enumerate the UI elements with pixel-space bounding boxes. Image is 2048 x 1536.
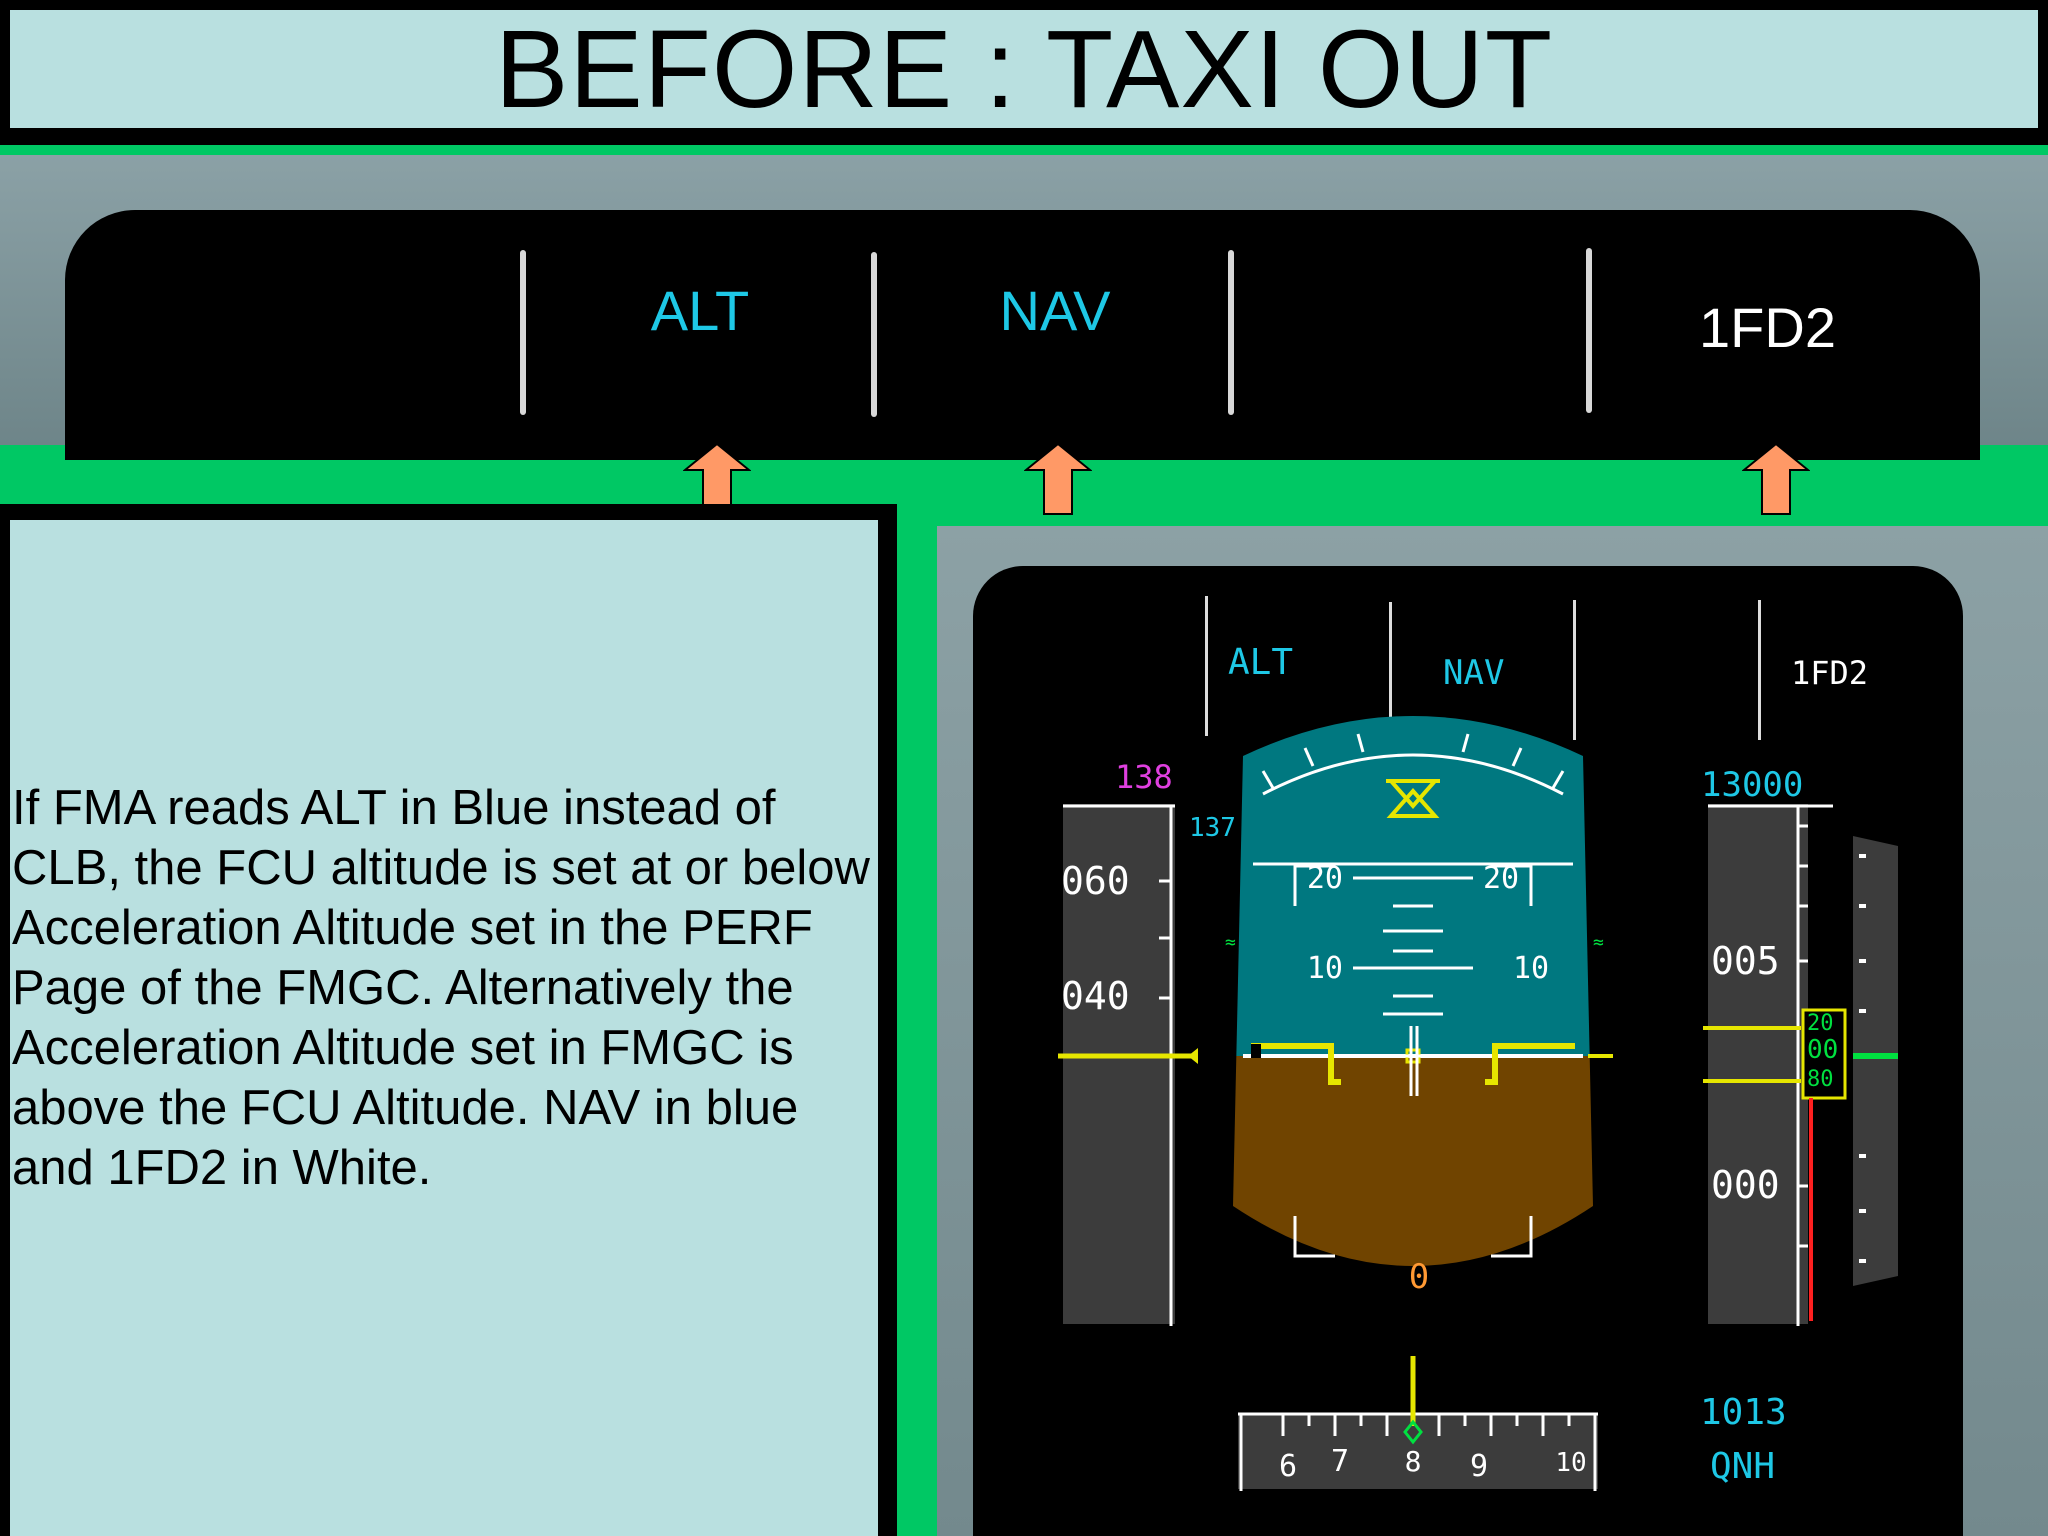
pitch-10-right: 10 — [1513, 951, 1549, 986]
explanation-text: If FMA reads ALT in Blue instead of CLB,… — [12, 781, 870, 1195]
fma-divider — [520, 250, 526, 415]
pfd-fma-divider — [1758, 600, 1761, 740]
fma-screen — [65, 210, 1980, 460]
pitch-10-left: 10 — [1307, 951, 1343, 986]
speed-tick-060: 060 — [1061, 859, 1130, 903]
speed-target: 138 — [1115, 758, 1173, 796]
heading-tick: 6 — [1279, 1449, 1297, 1484]
altitude-window — [1801, 1008, 1847, 1100]
speed-tick-040: 040 — [1061, 974, 1130, 1018]
heading-tick: 10 — [1555, 1448, 1586, 1478]
pfd-fma-divider — [1573, 600, 1576, 740]
heading-tick: 8 — [1405, 1445, 1422, 1478]
baro-setting: 1013 — [1700, 1392, 1787, 1433]
heading-tick: 7 — [1331, 1444, 1349, 1479]
altitude-digit: 20 — [1807, 1011, 1834, 1036]
fma-alt-mode: ALT — [650, 279, 750, 342]
pfd-fma-divider — [1389, 602, 1392, 742]
divider-stripe — [0, 145, 2048, 155]
vertical-speed-scale — [1853, 836, 1898, 1286]
heading-tick: 9 — [1470, 1449, 1488, 1484]
altitude-digit: 80 — [1807, 1067, 1834, 1092]
arrow-up-icon — [1024, 442, 1092, 515]
fma-divider — [871, 252, 877, 417]
altitude-target: 13000 — [1701, 765, 1803, 805]
attitude-indicator — [1233, 716, 1593, 1266]
speed-tape — [1063, 804, 1175, 1324]
fma-divider — [1228, 250, 1234, 415]
fma-fd-status: 1FD2 — [1699, 296, 1836, 359]
fma-divider — [1586, 248, 1592, 413]
green-marker-left: ≈ — [1225, 932, 1236, 953]
fma-nav-mode: NAV — [999, 279, 1111, 342]
altitude-tick-000: 000 — [1711, 1163, 1780, 1207]
altitude-tape — [1708, 804, 1808, 1324]
baro-mode: QNH — [1710, 1446, 1775, 1487]
side-slip-indicator: 0 — [1409, 1257, 1429, 1297]
altitude-tick-005: 005 — [1711, 939, 1780, 983]
explanation-panel — [10, 520, 878, 1536]
arrow-up-icon — [1742, 442, 1810, 515]
altitude-digit: 00 — [1807, 1035, 1838, 1065]
primary-flight-display: ALT NAV 1FD2 138 137 060 040 20 20 10 10 — [1058, 596, 1898, 1491]
speed-current: 137 — [1189, 813, 1236, 843]
pfd-fma-nav: NAV — [1443, 653, 1504, 693]
pfd-fma-fd: 1FD2 — [1791, 654, 1868, 692]
pfd-fma-alt: ALT — [1228, 642, 1293, 683]
pfd-fma-divider — [1205, 596, 1208, 736]
page-title: BEFORE : TAXI OUT — [10, 8, 2038, 131]
green-marker-right: ≈ — [1593, 932, 1604, 953]
